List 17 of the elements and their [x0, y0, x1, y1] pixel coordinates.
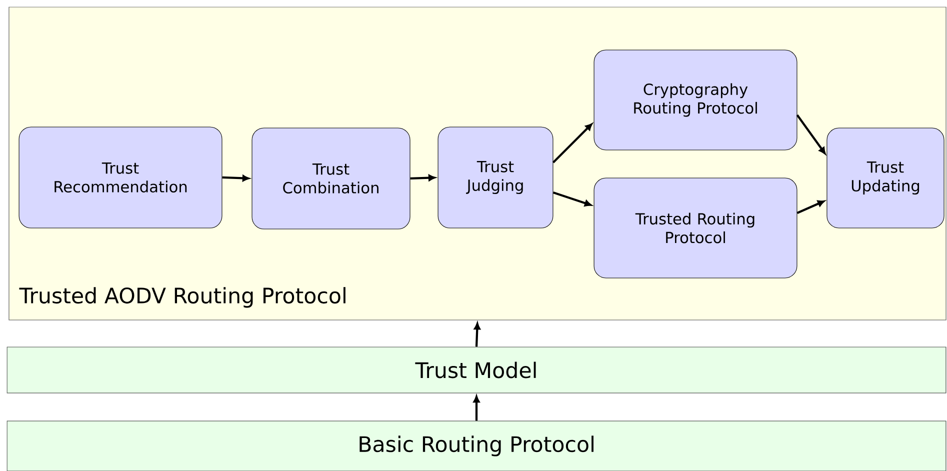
- layer-bar: Trust Model: [6, 346, 946, 394]
- panel-title: Trusted AODV Routing Protocol: [19, 287, 346, 308]
- process-box: Trusted Routing Protocol: [594, 178, 798, 278]
- process-box: Trust Judging: [438, 126, 554, 228]
- arrow: [473, 396, 480, 421]
- arrow: [222, 175, 250, 182]
- process-box: Trust Updating: [826, 128, 944, 228]
- arrow: [796, 200, 825, 214]
- arrow: [552, 191, 592, 206]
- process-box: Cryptography Routing Protocol: [594, 50, 798, 150]
- arrow: [474, 322, 480, 347]
- layer-bar: Basic Routing Protocol: [6, 420, 946, 471]
- process-box: Trust Recommendation: [18, 126, 222, 228]
- process-box: Trust Combination: [252, 128, 410, 230]
- arrow: [552, 123, 592, 164]
- arrow: [796, 114, 826, 154]
- arrow: [410, 174, 436, 181]
